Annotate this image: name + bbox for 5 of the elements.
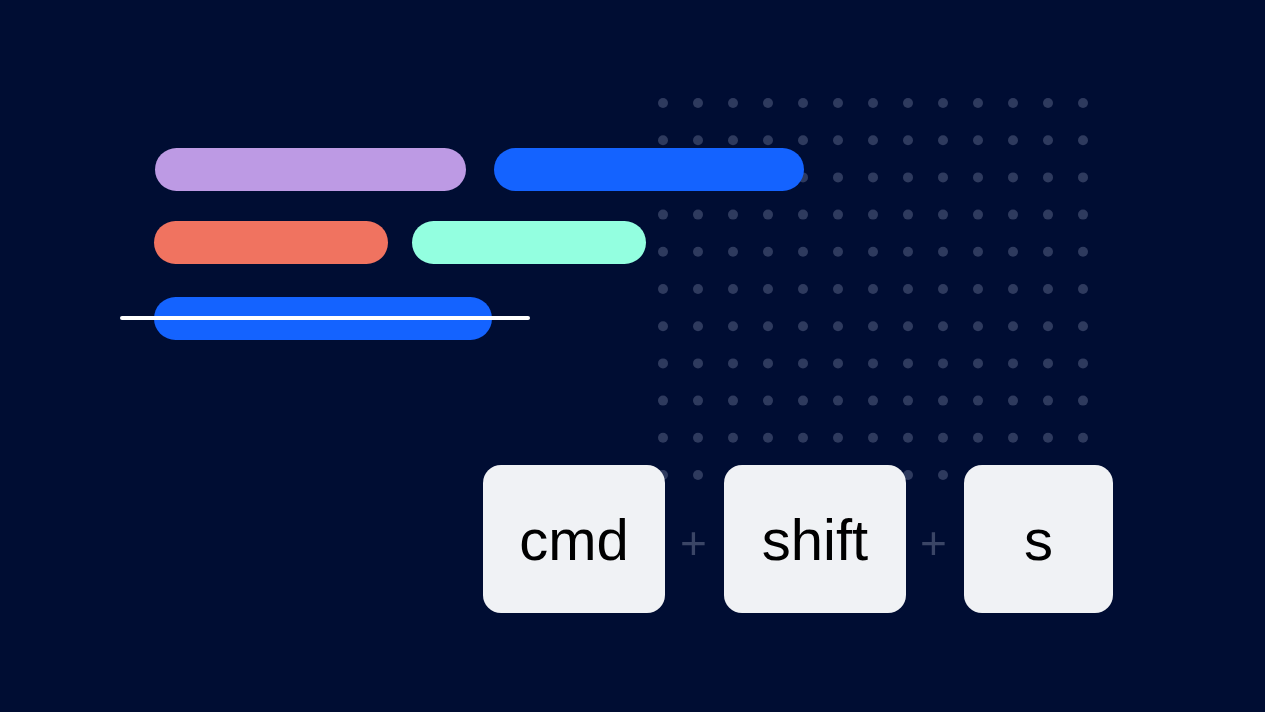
keyboard-key: s [964,465,1113,613]
plus-sign: + [920,520,947,566]
keyboard-key: shift [724,465,906,613]
plus-sign: + [680,520,707,566]
keyboard-key: cmd [483,465,665,613]
